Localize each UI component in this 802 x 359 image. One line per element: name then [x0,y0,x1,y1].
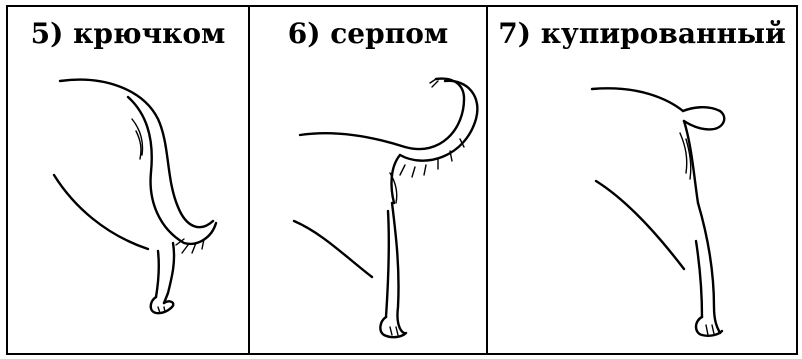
panel-sickle-tail: 6) серпом [250,7,486,353]
tail-types-table: 5) крючком 6) серпом [6,5,798,355]
sickle-tail-drawing-icon [250,7,486,353]
docked-tail-drawing-icon [488,7,796,353]
panel-docked-tail: 7) купированный [488,7,796,353]
hook-tail-drawing-icon [8,7,248,353]
panel-hook-tail: 5) крючком [8,7,248,353]
